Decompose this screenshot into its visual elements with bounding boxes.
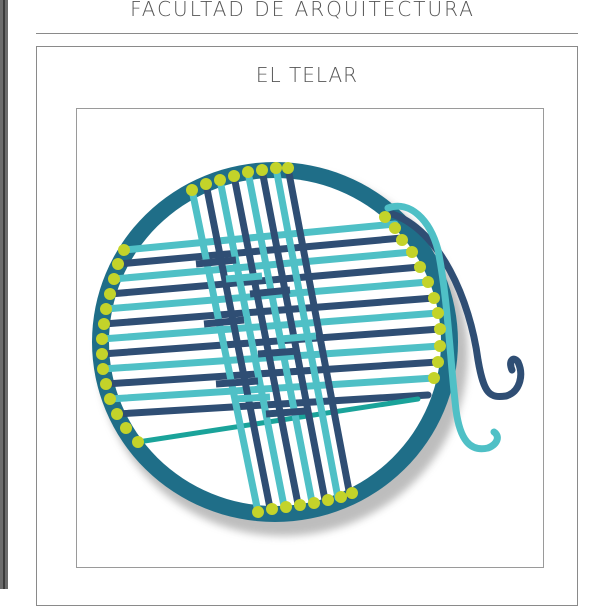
left-border-bar [0, 0, 8, 589]
weft-threads [98, 220, 444, 445]
loom-pegs [96, 162, 446, 518]
page-header-title: FACULTAD DE ARQUITECTURA [130, 0, 475, 21]
weave-overlaps [195, 256, 317, 418]
header-divider [36, 33, 578, 34]
panel-title: EL TELAR [255, 63, 359, 87]
loom-illustration [92, 162, 525, 536]
loose-threads [384, 202, 525, 453]
left-border-line [3, 0, 5, 589]
